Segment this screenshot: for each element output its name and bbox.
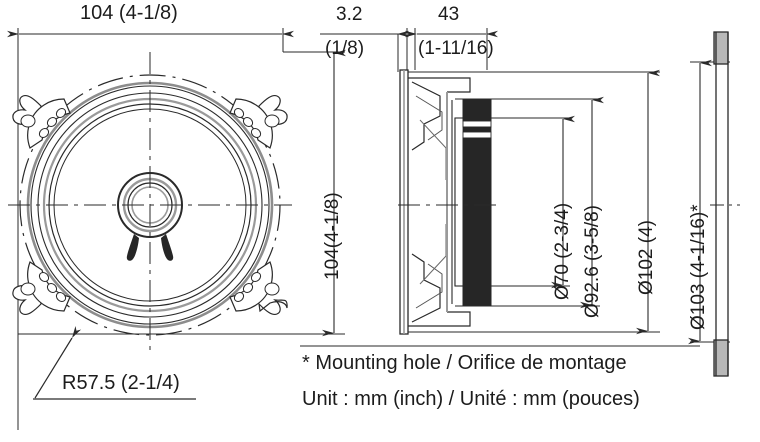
mounting-tab-lower-left — [27, 261, 71, 312]
diameter-103-label: Ø103 (4-1/16)* — [688, 204, 709, 330]
front-view-height-label: 104(4-1/8) — [322, 192, 343, 280]
front-view-centerlines — [8, 52, 292, 352]
front-view-width-label: 104 (4-1/8) — [80, 2, 178, 24]
mounting-hole-footnote: * Mounting hole / Orifice de montage — [302, 352, 627, 374]
diameter-92-label: Ø92.6 (3-5/8) — [582, 205, 603, 318]
side-view-cross-section — [398, 69, 500, 335]
flange-thickness-inch-label: (1/8) — [325, 38, 365, 59]
front-view-extension-lines — [17, 28, 345, 430]
mounting-depth-mm-label: 43 — [438, 4, 460, 25]
flange-thickness-mm-label: 3.2 — [336, 4, 363, 25]
mounting-tab-upper-right — [229, 98, 273, 149]
mounting-tab-upper-left — [27, 98, 71, 149]
tweeter-legs — [126, 234, 174, 261]
mounting-panel-section — [710, 31, 740, 377]
radius-callout-label: R57.5 (2-1/4) — [62, 372, 180, 394]
mounting-tab-lower-right — [229, 261, 273, 312]
diameter-102-label: Ø102 (4) — [636, 220, 657, 295]
tab-screw-dimples — [20, 108, 280, 302]
diameter-70-label: Ø70 (2-3/4) — [552, 202, 573, 300]
units-note: Unit : mm (inch) / Unité : mm (pouces) — [302, 388, 640, 410]
mounting-depth-inch-label: (1-11/16) — [418, 38, 494, 59]
center-dome — [117, 172, 183, 238]
front-view-speaker — [8, 52, 292, 352]
